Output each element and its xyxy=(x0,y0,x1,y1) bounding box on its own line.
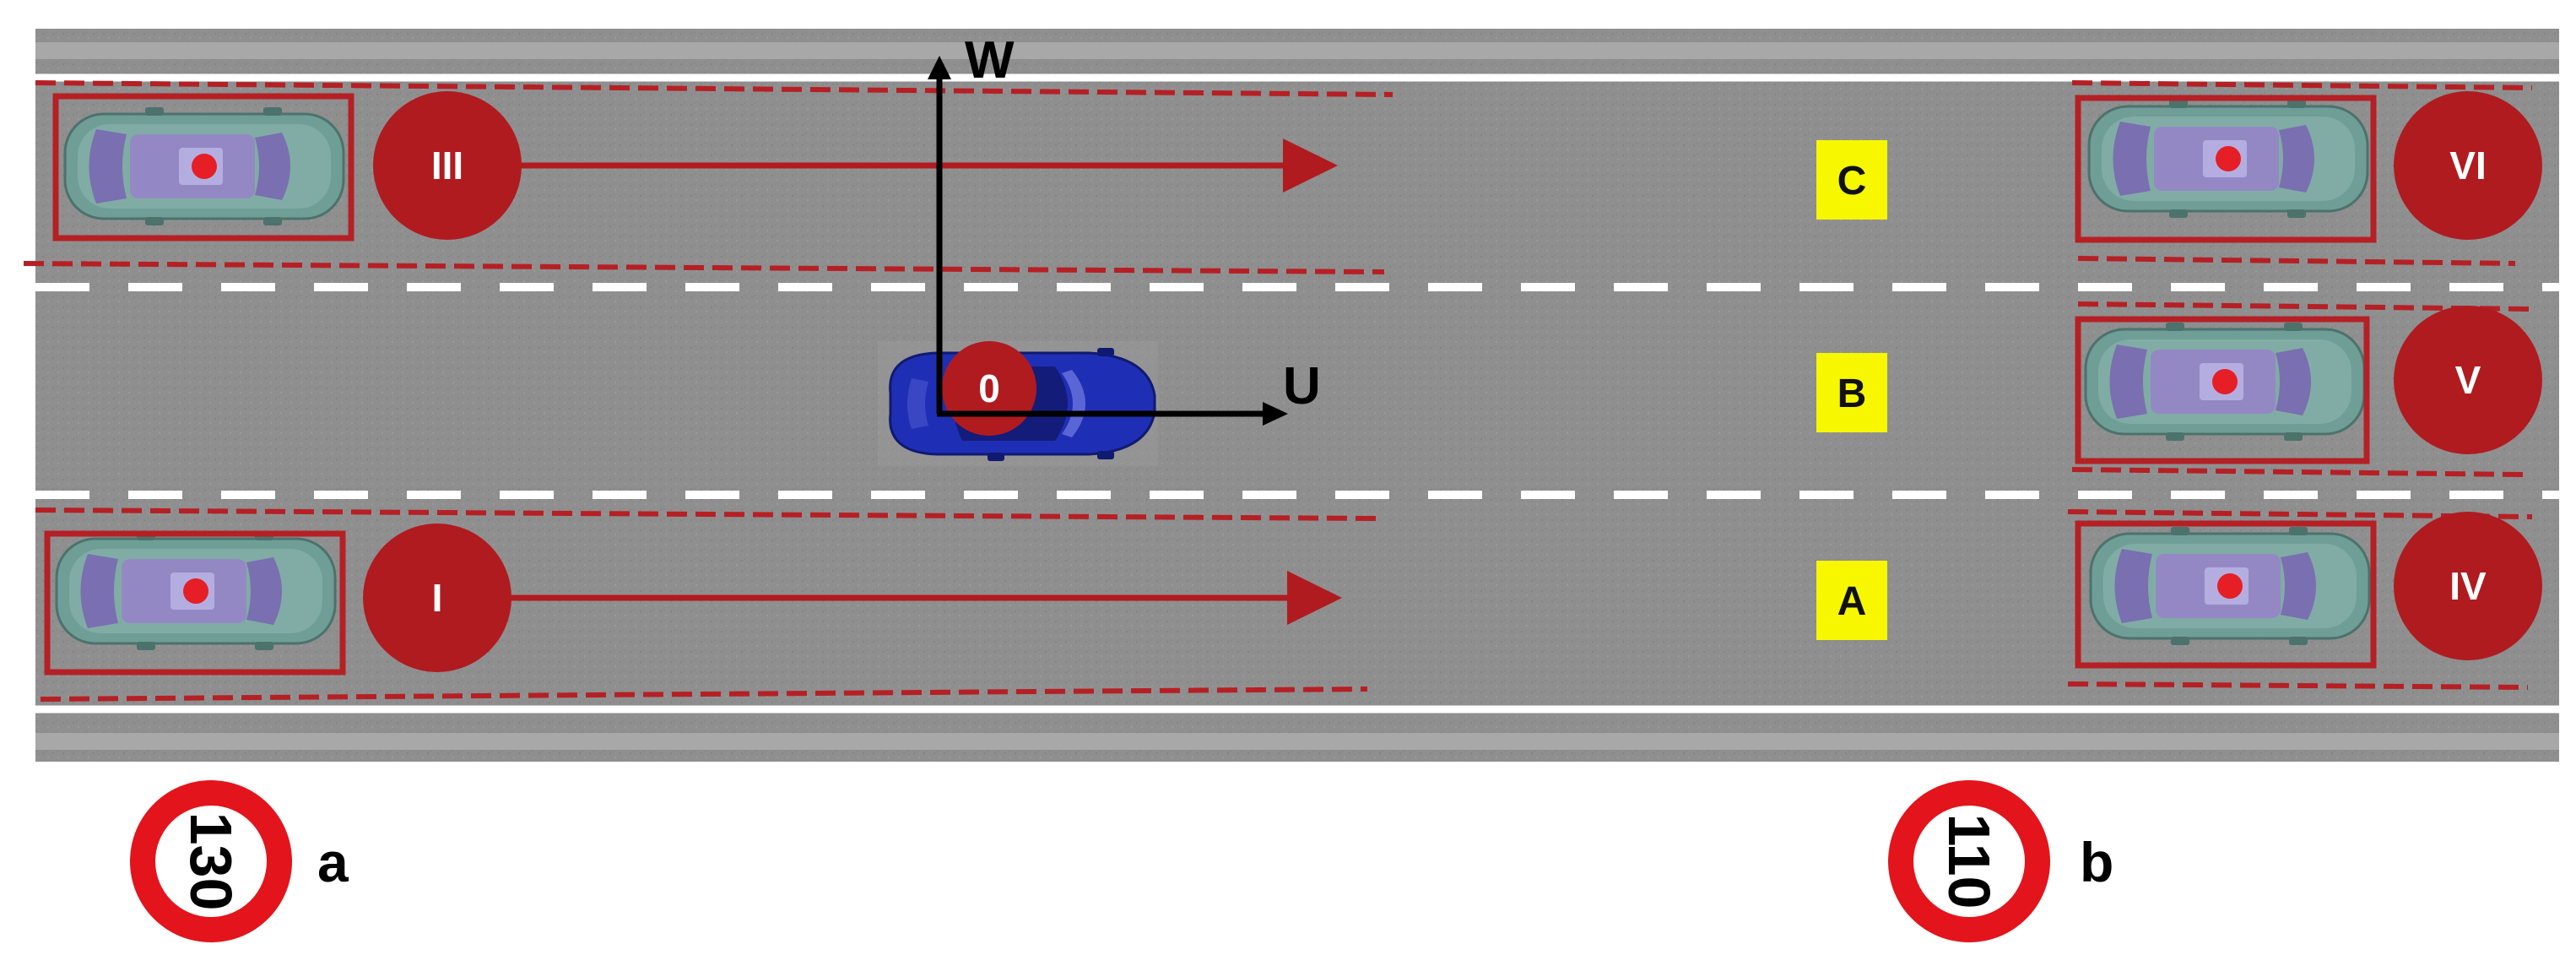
u-axis-arrowhead xyxy=(1263,402,1288,426)
motion-arrows xyxy=(498,138,1342,625)
speed-sign-110-inner xyxy=(1913,806,2025,917)
envelope-iii-bottom xyxy=(23,261,1385,274)
w-axis-label: W xyxy=(965,31,1015,90)
vehicle-v: V xyxy=(2075,306,2542,464)
vehicle-vi-label: VI xyxy=(2449,144,2486,187)
speed-sign-110-value: 110 xyxy=(1936,814,2002,909)
vehicle-iii-marker xyxy=(373,91,522,240)
ego-vehicle: 0 xyxy=(878,341,1158,466)
vehicle-vi: VI xyxy=(2075,91,2542,243)
vehicle-iv: IV xyxy=(2075,512,2542,669)
envelope-iv-bottom xyxy=(2067,681,2529,690)
vehicle-i: I xyxy=(44,524,511,676)
u-axis-label: U xyxy=(1283,357,1321,415)
speed-sign-130-inner xyxy=(155,806,267,917)
vehicle-vi-box xyxy=(2075,95,2377,243)
arrow-iii-head xyxy=(1283,138,1338,193)
envelope-vi-bottom xyxy=(2077,256,2516,266)
lane-tag-c: C xyxy=(1816,140,1887,220)
road-outer-stripe-top xyxy=(35,42,2559,59)
lane-tag-b-label: B xyxy=(1837,372,1867,416)
vehicle-v-label: V xyxy=(2455,358,2481,402)
vehicle-iii-label: III xyxy=(431,144,463,187)
vehicle-iii-box xyxy=(52,93,354,242)
envelope-v-bottom xyxy=(2071,467,2525,477)
road-outer-stripe-bottom xyxy=(35,733,2559,750)
lane-tag-a-label: A xyxy=(1837,579,1867,624)
sign-caption-b: b xyxy=(2080,831,2113,893)
vehicle-i-car-icon xyxy=(55,530,337,652)
lane-tag-b-box xyxy=(1816,353,1887,432)
vehicle-v-box xyxy=(2075,316,2370,464)
sign-caption-a: a xyxy=(317,831,349,893)
speed-sign-130: 130 a xyxy=(130,780,349,942)
vehicle-v-marker xyxy=(2394,306,2542,454)
speed-sign-110: 110 b xyxy=(1888,780,2113,942)
envelope-vi-top xyxy=(2071,80,2533,90)
vehicle-i-marker xyxy=(363,524,511,672)
w-axis-arrowhead xyxy=(928,56,951,79)
ego-label: 0 xyxy=(978,366,1000,410)
lane-tag-b: B xyxy=(1816,353,1887,432)
vehicle-iv-box xyxy=(2075,520,2377,669)
vehicle-iv-car-icon xyxy=(2089,525,2371,647)
lane-tag-c-label: C xyxy=(1837,159,1867,204)
vehicle-iii-car-icon xyxy=(63,106,345,227)
vehicle-iv-label: IV xyxy=(2449,564,2487,608)
lane-tag-c-box xyxy=(1816,140,1887,220)
arrow-i-head xyxy=(1287,571,1342,625)
envelope-iii-top xyxy=(35,80,1394,97)
lane-tag-a: A xyxy=(1816,561,1887,640)
vehicle-i-box xyxy=(44,530,346,676)
vehicle-iii: III xyxy=(52,91,522,242)
vehicle-iv-marker xyxy=(2394,512,2542,660)
lane-tag-a-box xyxy=(1816,561,1887,640)
vehicle-i-label: I xyxy=(432,576,443,620)
vehicle-vi-marker xyxy=(2394,91,2542,240)
vehicle-vi-car-icon xyxy=(2087,98,2369,220)
vehicle-v-car-icon xyxy=(2084,321,2366,442)
envelope-i-bottom xyxy=(40,687,1368,702)
coordinate-axes: W U xyxy=(928,31,1321,426)
speed-sign-130-value: 130 xyxy=(178,812,244,911)
envelope-i-top xyxy=(35,507,1377,521)
